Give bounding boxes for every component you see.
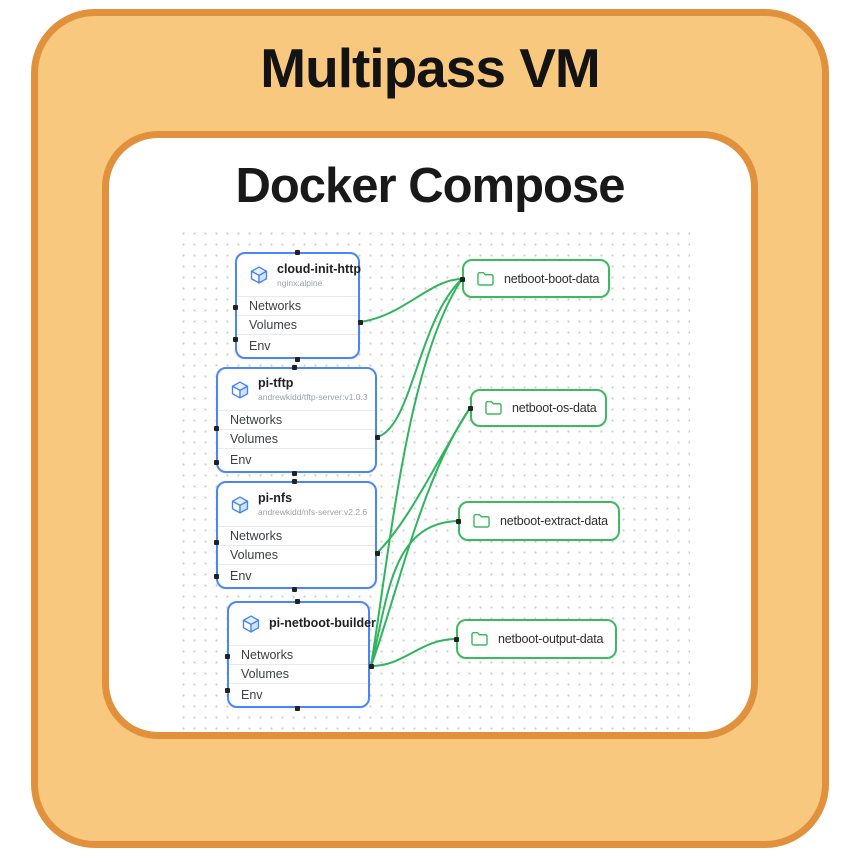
folder-icon [473, 513, 490, 528]
handle-dot [456, 519, 461, 524]
service-section-env[interactable]: Env [237, 334, 358, 357]
handle-dot [295, 599, 300, 604]
handle-dot [292, 365, 297, 370]
handle-dot [233, 305, 238, 310]
handle-dot [295, 250, 300, 255]
service-section-env[interactable]: Env [218, 448, 375, 471]
handle-dot [292, 471, 297, 476]
service-image: nginx:alpine [277, 277, 323, 288]
volume-name: netboot-boot-data [504, 271, 600, 286]
handle-dot [369, 664, 374, 669]
service-section-env[interactable]: Env [229, 683, 368, 706]
volume-node-netboot-extract-data[interactable]: netboot-extract-data [458, 501, 620, 541]
package-icon [231, 495, 249, 514]
service-name: pi-nfs [258, 491, 293, 506]
service-section-volumes[interactable]: Volumes [218, 429, 375, 448]
volume-name: netboot-output-data [498, 632, 604, 646]
handle-dot [468, 406, 473, 411]
service-section-volumes[interactable]: Volumes [218, 545, 375, 564]
service-section-volumes[interactable]: Volumes [229, 664, 368, 683]
handle-dot [375, 551, 380, 556]
handle-dot [358, 320, 363, 325]
handle-dot [295, 357, 300, 362]
folder-icon [471, 631, 488, 646]
handle-dot [454, 637, 459, 642]
handle-dot [214, 574, 219, 579]
service-section-env[interactable]: Env [218, 564, 375, 587]
handle-dot [295, 706, 300, 711]
handle-dot [292, 587, 297, 592]
multipass-vm-title: Multipass VM [260, 37, 600, 99]
service-node-pi-nfs[interactable]: pi-nfs andrewkidd/nfs-server:v2.2.6 Netw… [216, 481, 377, 589]
volume-node-netboot-boot-data[interactable]: netboot-boot-data [462, 259, 610, 298]
service-section-volumes[interactable]: Volumes [237, 315, 358, 334]
package-icon [250, 266, 268, 284]
handle-dot [225, 654, 230, 659]
volume-node-netboot-os-data[interactable]: netboot-os-data [470, 389, 607, 427]
service-name: cloud-init-http [277, 261, 361, 276]
service-section-networks[interactable]: Networks [218, 526, 375, 545]
service-node-pi-netboot-builder[interactable]: pi-netboot-builder Networks Volumes Env [227, 601, 376, 708]
volume-name: netboot-os-data [512, 401, 597, 415]
folder-icon [485, 400, 502, 415]
service-section-networks[interactable]: Networks [218, 410, 375, 429]
service-name: pi-netboot-builder [269, 616, 376, 631]
service-image: andrewkidd/tftp-server:v1.0.3 [258, 392, 368, 402]
package-icon [231, 380, 249, 399]
folder-icon [477, 271, 494, 286]
handle-dot [214, 540, 219, 545]
volume-name: netboot-extract-data [500, 514, 608, 528]
handle-dot [460, 277, 465, 282]
service-name: pi-tftp [258, 376, 294, 391]
package-icon [242, 615, 260, 633]
service-section-networks[interactable]: Networks [229, 645, 368, 664]
docker-compose-title: Docker Compose [235, 159, 625, 213]
service-image: andrewkidd/nfs-server:v2.2.6 [258, 507, 368, 517]
handle-dot [375, 435, 380, 440]
volume-node-netboot-output-data[interactable]: netboot-output-data [456, 619, 617, 659]
service-node-pi-tftp[interactable]: pi-tftp andrewkidd/tftp-server:v1.0.3 Ne… [216, 367, 377, 473]
handle-dot [214, 426, 219, 431]
service-section-networks[interactable]: Networks [237, 296, 358, 315]
service-node-cloud-init-http[interactable]: cloud-init-http nginx:alpine Networks Vo… [235, 252, 361, 359]
handle-dot [225, 688, 230, 693]
handle-dot [292, 479, 297, 484]
handle-dot [214, 460, 219, 465]
handle-dot [233, 337, 238, 342]
